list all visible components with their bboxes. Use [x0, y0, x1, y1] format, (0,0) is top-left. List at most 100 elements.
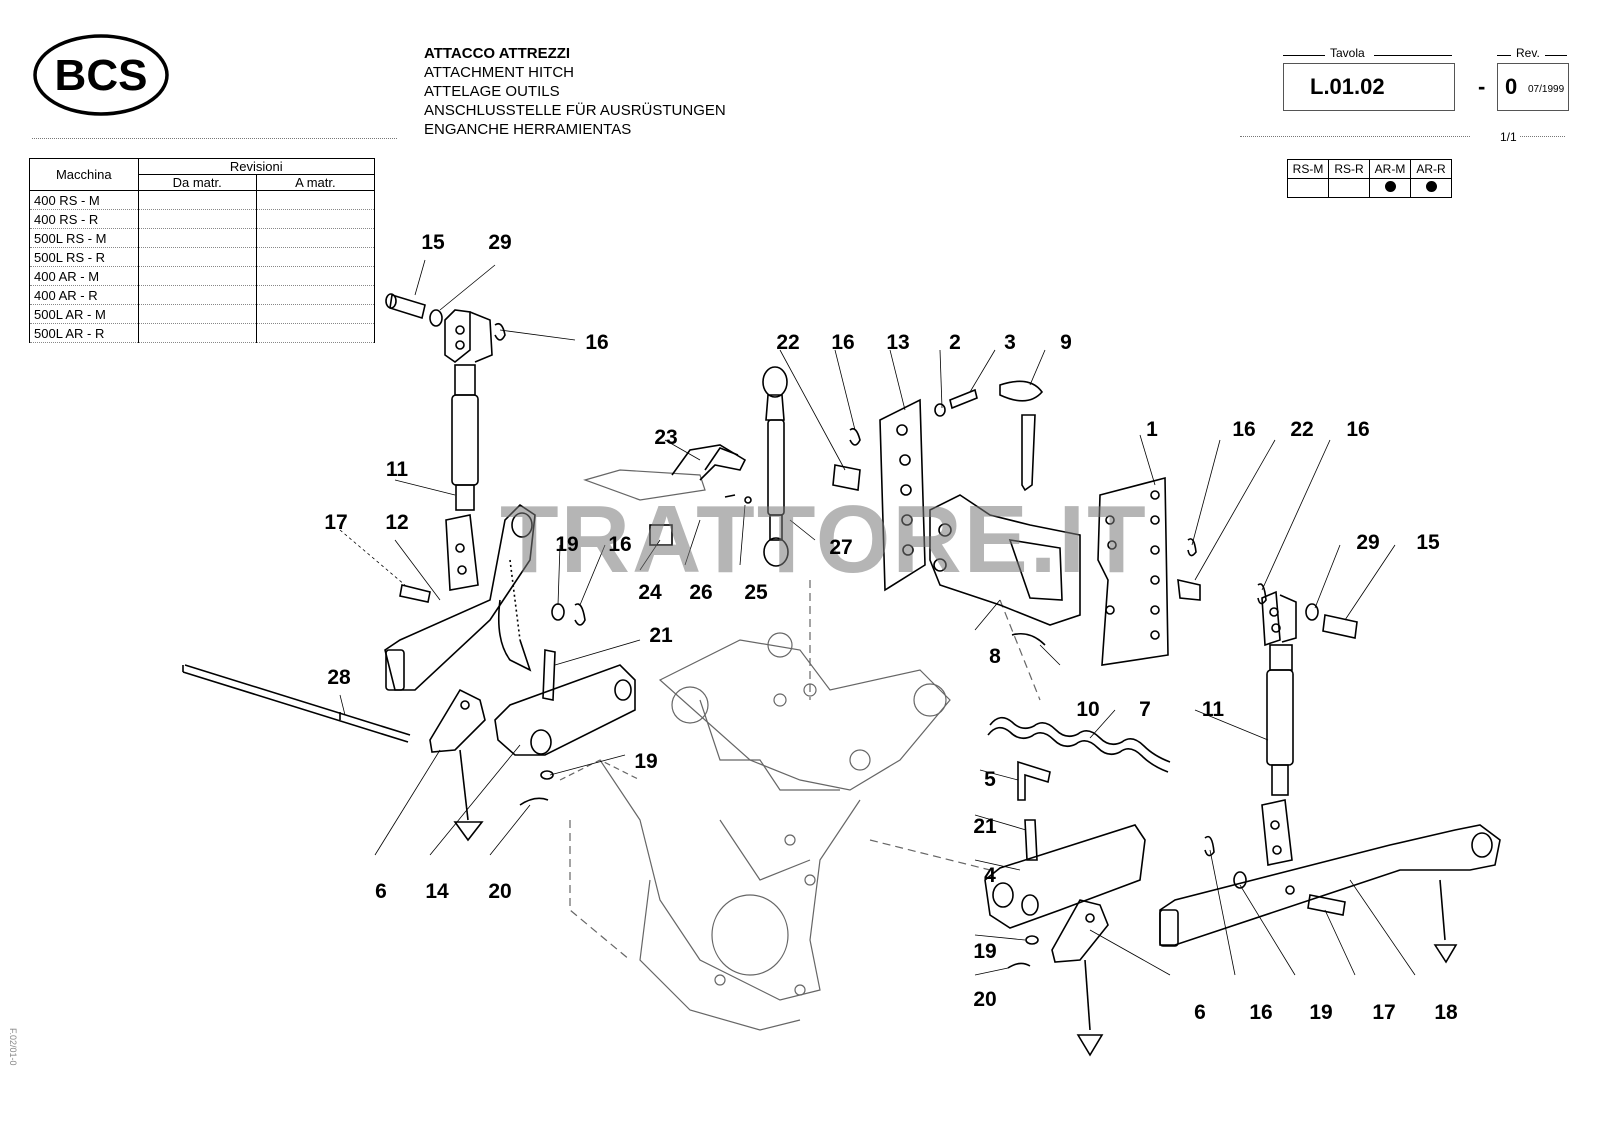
- applicable-dot-icon: [1425, 181, 1437, 192]
- bracket-6-left: [429, 688, 486, 842]
- callout-label: 16: [1232, 418, 1256, 441]
- rev-dash: -: [1478, 74, 1486, 99]
- page-number: 1/1: [1500, 130, 1517, 144]
- lower-arm-right: [1159, 824, 1501, 964]
- clip-10: [1011, 632, 1046, 646]
- tavola-rule-right: [1374, 55, 1452, 56]
- pin-21-right: [1024, 819, 1038, 861]
- callout-label: 20: [973, 988, 997, 1011]
- col-to: A matr.: [255, 174, 376, 191]
- rev-value: 0: [1505, 74, 1518, 99]
- callout-label: 6: [1194, 1001, 1206, 1024]
- brand-text: BCS: [55, 51, 148, 100]
- callout-label: 20: [488, 880, 512, 903]
- callout-label: 21: [973, 815, 997, 838]
- title-it: ATTACCO ATTREZZI: [424, 45, 571, 62]
- rev-rule-left: [1497, 55, 1511, 56]
- callout-label: 23: [654, 426, 678, 449]
- callout-label: 27: [829, 536, 853, 559]
- pin-17-right: [1307, 894, 1346, 916]
- callout-label: 11: [1201, 698, 1225, 721]
- callout-label: 22: [776, 331, 800, 354]
- title-en: ATTACHMENT HITCH: [424, 64, 574, 81]
- callout-label: 19: [1309, 1001, 1333, 1024]
- clip-20-left: [519, 797, 549, 806]
- callout-label: 19: [973, 940, 997, 963]
- callout-label: 16: [1346, 418, 1370, 441]
- clip-16-left: [494, 322, 506, 341]
- callout-label: 1: [1146, 418, 1158, 441]
- callout-label: 14: [425, 880, 449, 903]
- table-row: 500L AR - M: [29, 304, 376, 324]
- tavola-rule-left: [1283, 55, 1325, 56]
- title-de: ANSCHLUSSTELLE FÜR AUSRÜSTUNGEN: [424, 102, 726, 119]
- callout-label: 26: [689, 581, 713, 604]
- rev-label: Rev.: [1516, 46, 1540, 60]
- callout-label: 17: [1372, 1001, 1396, 1024]
- callout-label: 12: [385, 511, 409, 534]
- variant-cell: [1410, 178, 1452, 198]
- top-link-center: [762, 366, 789, 567]
- header-rule-left: [32, 138, 397, 139]
- plate-13: [879, 388, 978, 592]
- callout-label: 16: [585, 331, 609, 354]
- machine-name: 400 RS - M: [29, 190, 139, 210]
- callout-label: 28: [327, 666, 351, 689]
- rev-box: [1497, 63, 1569, 111]
- callout-label: 25: [744, 581, 768, 604]
- callout-label: 2: [949, 331, 961, 354]
- callout-label: 18: [1434, 1001, 1458, 1024]
- pin-9: [999, 380, 1044, 492]
- washer-29-left: [429, 309, 443, 327]
- bcs-logo: BCS: [33, 34, 169, 116]
- callout-label: 17: [324, 511, 348, 534]
- clip-20-right: [1007, 962, 1031, 969]
- table-row: 500L AR - R: [29, 323, 376, 343]
- pin-5: [1017, 760, 1051, 801]
- callout-label: 11: [385, 458, 409, 481]
- callout-label: 21: [649, 624, 673, 647]
- callout-label: 10: [1076, 698, 1100, 721]
- title-es: ENGANCHE HERRAMIENTAS: [424, 121, 632, 138]
- callout-label: 6: [375, 880, 387, 903]
- clip-16-right-c: [1204, 835, 1215, 857]
- tavola-label: Tavola: [1330, 46, 1365, 60]
- washer-19-lower: [540, 770, 554, 780]
- housing-left: [494, 649, 636, 756]
- callout-label: 5: [984, 768, 996, 791]
- bracket-6-right: [1051, 899, 1109, 1057]
- callout-label: 29: [1356, 531, 1380, 554]
- watermark: TRATTORE.IT: [500, 486, 1148, 593]
- table-row: 400 AR - M: [29, 266, 376, 286]
- machine-name: 500L RS - R: [29, 247, 139, 267]
- tractor-frame: [559, 469, 1041, 1031]
- callout-label: 29: [488, 231, 512, 254]
- table-row: 400 AR - R: [29, 285, 376, 305]
- pin-15-right: [1322, 614, 1358, 639]
- callout-label: 16: [608, 533, 632, 556]
- callout-label: 7: [1139, 698, 1151, 721]
- machine-table: Macchina Revisioni Da matr. A matr. 400 …: [29, 158, 376, 343]
- leader-lines: [339, 259, 1416, 976]
- lower-arm-left: [384, 503, 536, 691]
- table-row: 400 RS - M: [29, 190, 376, 210]
- washer-19-right-b: [1233, 871, 1247, 889]
- callout-label: 3: [1004, 331, 1016, 354]
- header-rule-right-end: [1520, 136, 1565, 137]
- to-cell: [255, 323, 376, 343]
- pin-15-left: [385, 293, 426, 320]
- table-row: 500L RS - R: [29, 247, 376, 267]
- callout-label: 9: [1060, 331, 1072, 354]
- clip-16-right-a: [1187, 538, 1197, 557]
- tavola-box: [1283, 63, 1455, 111]
- applicable-dot-icon: [1384, 181, 1396, 192]
- variant-header: AR-R: [1410, 159, 1452, 179]
- title-fr: ATTELAGE OUTILS: [424, 83, 560, 100]
- variant-table: RS-M RS-R AR-M AR-R: [1287, 159, 1452, 198]
- bracket-23-24: [649, 444, 752, 546]
- callout-label: 22: [1290, 418, 1314, 441]
- pin-22-center: [832, 464, 861, 491]
- side-code: F.02/01-0: [8, 1028, 18, 1066]
- rod-28: [182, 664, 411, 743]
